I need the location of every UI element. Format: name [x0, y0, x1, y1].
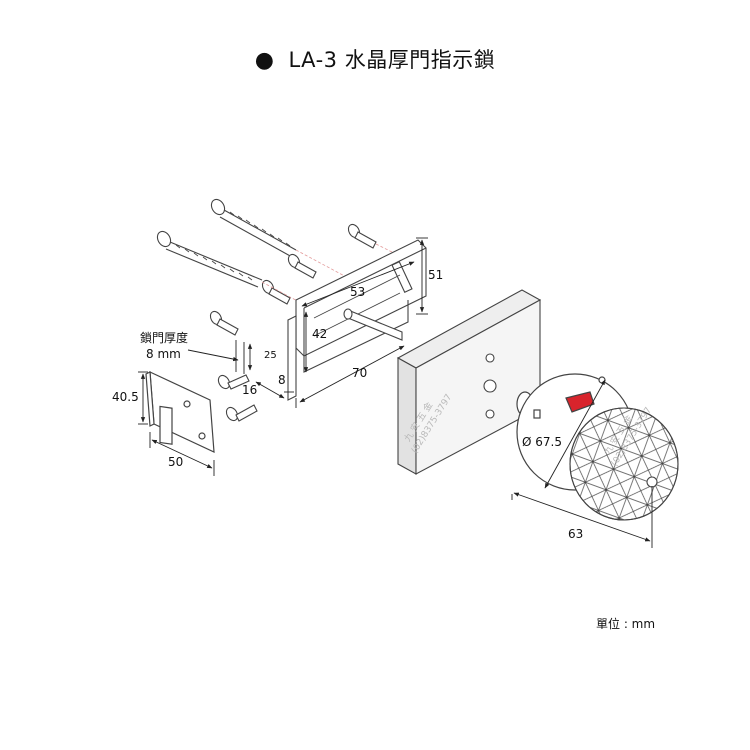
strike-plate — [145, 371, 215, 453]
door-thickness-label: 鎖門厚度 — [140, 330, 188, 345]
dim-42: 42 — [312, 327, 327, 341]
dimension-lines — [138, 237, 653, 548]
dim-70: 70 — [352, 366, 367, 380]
short-screw-6 — [225, 404, 258, 422]
short-screw-3 — [261, 279, 291, 305]
dim-16: 16 — [242, 383, 257, 397]
bullet-icon: ● — [254, 48, 275, 73]
long-screw-2 — [156, 230, 263, 288]
title-text: LA-3 水晶厚門指示鎖 — [288, 48, 496, 72]
dim-plate-width: 50 — [168, 455, 183, 469]
dim-plate-height: 40.5 — [112, 390, 139, 404]
short-screw-4 — [209, 310, 239, 336]
dim-25: 25 — [264, 350, 277, 361]
dim-51: 51 — [428, 268, 443, 282]
dim-knob-depth: 63 — [568, 527, 583, 541]
unit-label: 單位 : mm — [596, 617, 656, 631]
dim-knob-diameter: Ø 67.5 — [522, 435, 562, 449]
dim-8: 8 — [278, 373, 286, 387]
short-screw-2 — [287, 253, 317, 279]
page-title: ● LA-3 水晶厚門指示鎖 — [0, 44, 750, 74]
short-screw-5 — [217, 374, 250, 390]
dim-53: 53 — [350, 285, 365, 299]
short-screw-1 — [347, 223, 377, 249]
long-screw-1 — [210, 198, 297, 258]
door-thickness-value: 8 mm — [146, 347, 181, 361]
spindle — [343, 308, 403, 341]
